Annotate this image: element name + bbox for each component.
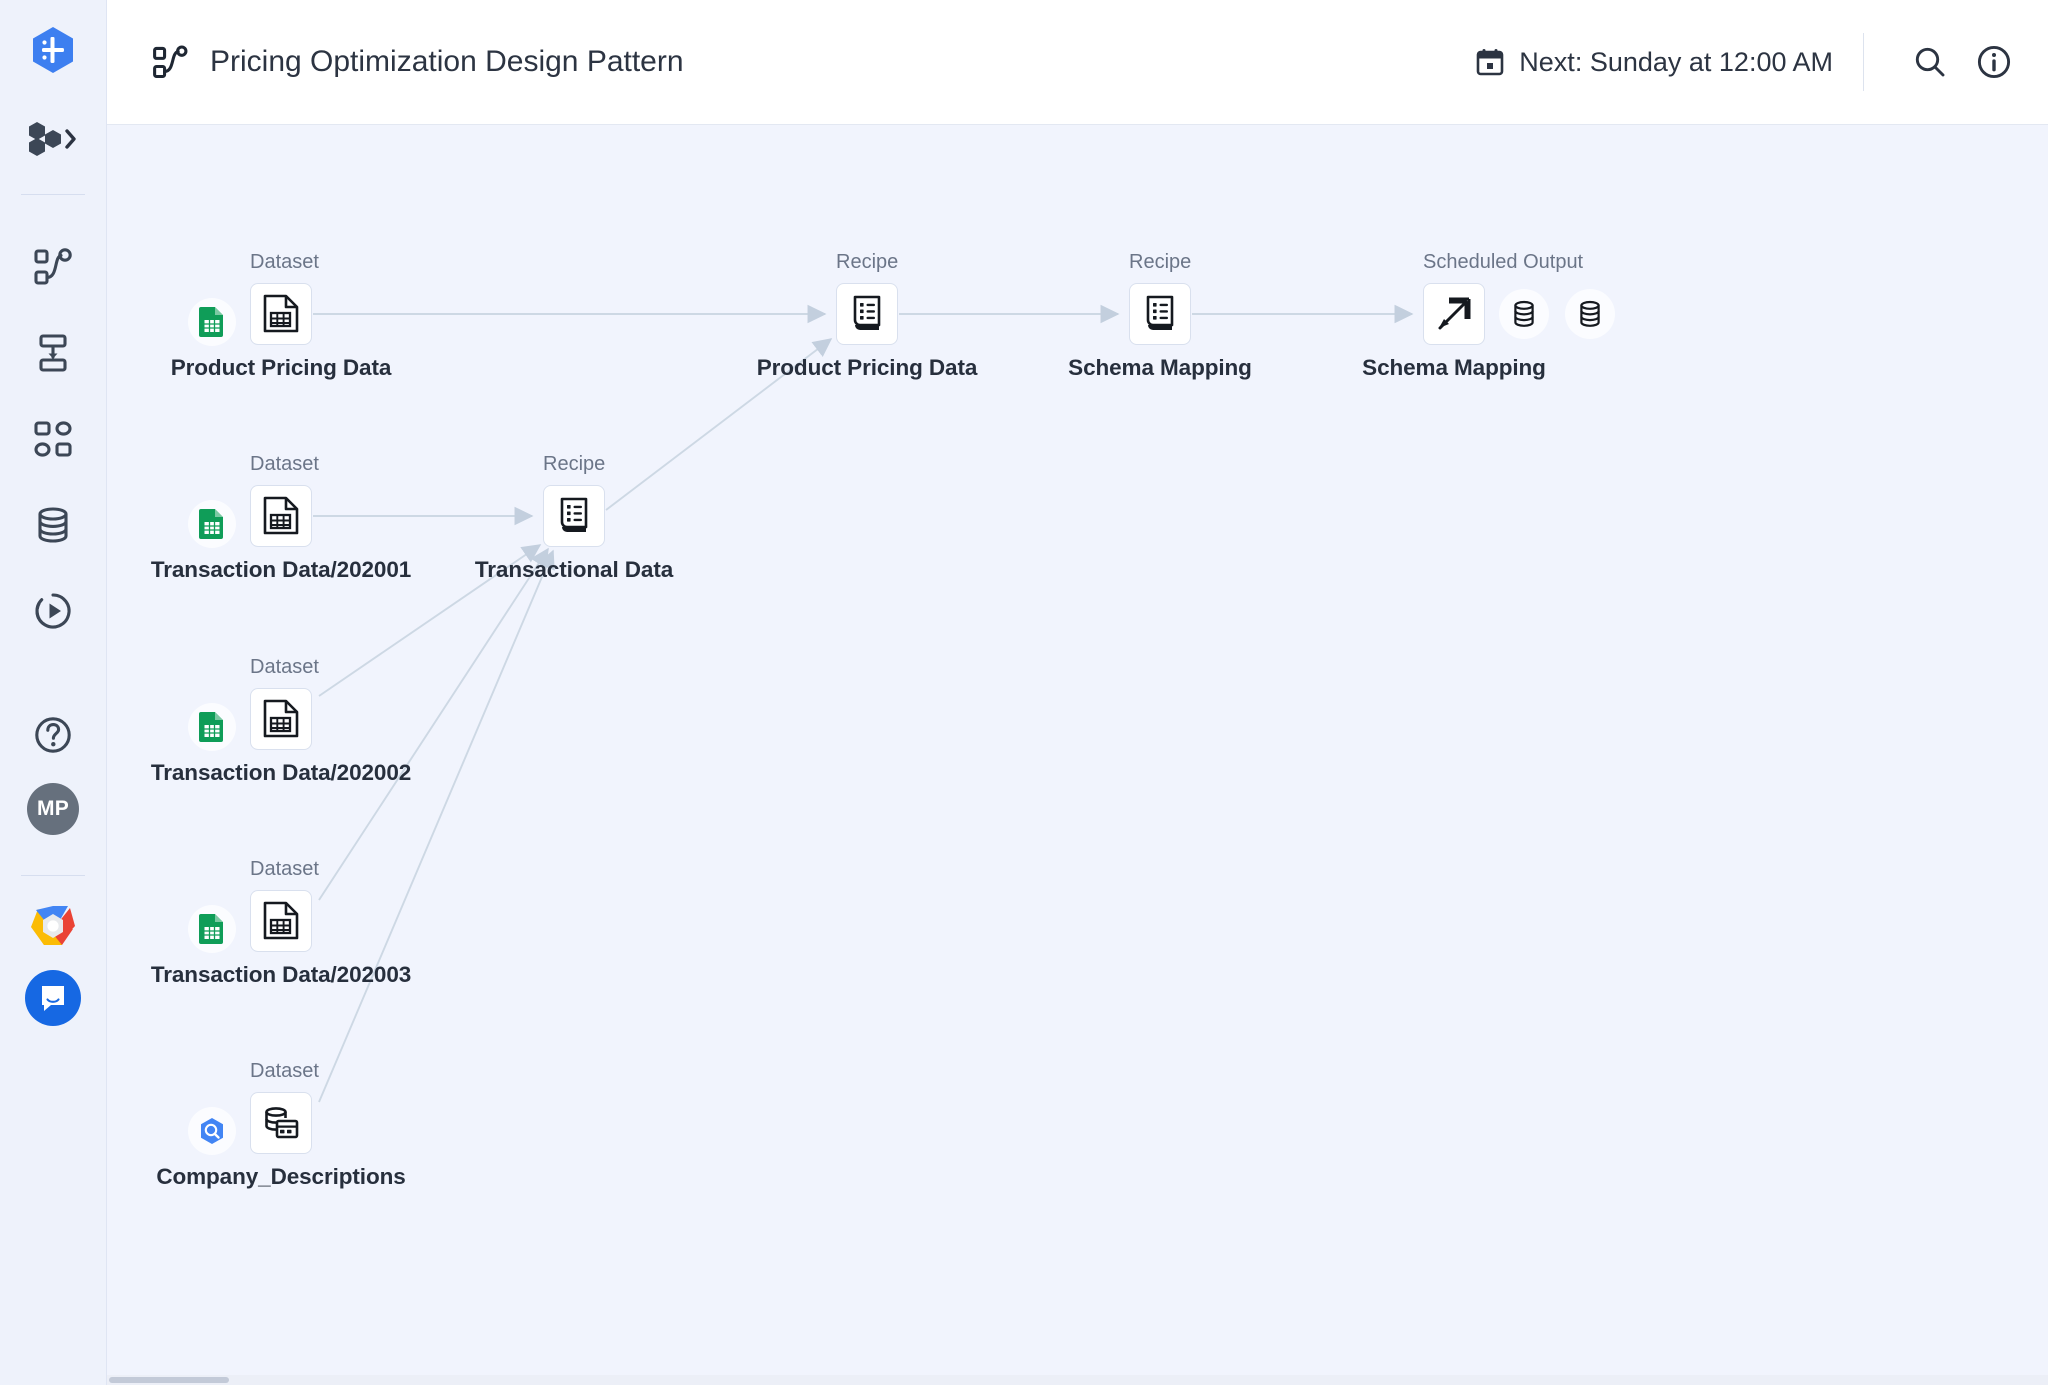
database-icon	[38, 507, 68, 543]
node-type-label: Dataset	[250, 453, 319, 475]
page-title: Pricing Optimization Design Pattern	[210, 45, 684, 78]
google-sheets-icon[interactable]	[188, 905, 236, 953]
node-transaction-data-202001[interactable]: Dataset	[151, 453, 411, 582]
node-transactional-data-recipe[interactable]: Recipe Tra	[475, 453, 673, 582]
flow-icon	[150, 42, 190, 82]
scrollbar-thumb[interactable]	[109, 1377, 229, 1383]
dataprep-logo-icon[interactable]	[24, 21, 82, 79]
help-circle-icon	[35, 717, 71, 753]
node-label: Schema Mapping	[1362, 355, 1546, 380]
node-schema-mapping-recipe[interactable]: Recipe Sch	[1068, 251, 1252, 380]
flow-edges	[313, 304, 1414, 1103]
schedule-button[interactable]: Next: Sunday at 12:00 AM	[1475, 47, 1833, 78]
top-bar: Pricing Optimization Design Pattern Next…	[107, 0, 2048, 125]
node-label: Transactional Data	[474, 557, 674, 582]
sidebar-item-datasets[interactable]	[19, 491, 87, 559]
node-type-label: Dataset	[250, 1060, 319, 1082]
bigquery-table-icon[interactable]	[250, 1092, 312, 1154]
flow-icon	[34, 248, 72, 285]
recipe-icon[interactable]	[1129, 283, 1191, 345]
sidebar-item-flows[interactable]	[19, 233, 87, 301]
dataset-file-icon[interactable]	[250, 890, 312, 952]
node-schema-mapping-scheduled-output[interactable]: Scheduled Output	[1362, 251, 1615, 380]
node-type-label: Dataset	[250, 251, 319, 273]
node-type-label: Recipe	[543, 453, 606, 475]
node-company-descriptions[interactable]: Dataset	[156, 1060, 405, 1189]
dataset-file-icon[interactable]	[250, 485, 312, 547]
bigquery-icon[interactable]	[188, 1107, 236, 1155]
toolbar-divider	[1863, 33, 1864, 91]
node-type-label: Dataset	[250, 656, 319, 678]
node-type-label: Recipe	[836, 251, 899, 273]
node-label: Schema Mapping	[1068, 355, 1252, 380]
sidebar-divider-bottom	[21, 875, 85, 876]
intercom-chat-icon[interactable]	[25, 970, 81, 1026]
horizontal-scrollbar[interactable]	[107, 1375, 2048, 1385]
node-transaction-data-202002[interactable]: Dataset	[151, 656, 411, 785]
schedule-label: Next: Sunday at 12:00 AM	[1519, 46, 1833, 77]
node-label: Product Pricing Data	[756, 355, 978, 380]
output-database-icon-1[interactable]	[1499, 289, 1549, 339]
recipe-icon[interactable]	[543, 485, 605, 547]
avatar[interactable]: MP	[27, 783, 79, 835]
sidebar-item-help[interactable]	[19, 701, 87, 769]
dataset-file-icon[interactable]	[250, 688, 312, 750]
info-circle-icon[interactable]	[1966, 34, 2022, 90]
sidebar-item-jobs[interactable]	[19, 319, 87, 387]
chevron-right-icon	[65, 129, 76, 149]
main-area: Pricing Optimization Design Pattern Next…	[107, 0, 2048, 1385]
search-icon[interactable]	[1902, 34, 1958, 90]
google-sheets-icon[interactable]	[188, 703, 236, 751]
left-sidebar: MP	[0, 0, 107, 1385]
sidebar-item-plans[interactable]	[19, 405, 87, 473]
output-database-icon-2[interactable]	[1565, 289, 1615, 339]
plans-icon	[34, 421, 72, 457]
node-transaction-data-202003[interactable]: Dataset	[151, 858, 411, 987]
scheduled-output-icon[interactable]	[1423, 283, 1485, 345]
node-label: Product Pricing Data	[170, 355, 392, 380]
project-switcher[interactable]	[13, 115, 93, 163]
sidebar-item-run-history[interactable]	[19, 577, 87, 645]
node-product-pricing-data-dataset[interactable]: Dataset	[171, 251, 392, 380]
node-product-pricing-data-recipe[interactable]: Recipe Pro	[757, 251, 978, 380]
job-import-icon	[39, 334, 67, 372]
google-cloud-icon[interactable]	[23, 896, 83, 956]
flow-canvas[interactable]: Dataset	[107, 125, 2048, 1385]
node-label: Company_Descriptions	[156, 1164, 406, 1189]
node-label: Transaction Data/202003	[150, 962, 412, 987]
dataset-file-icon[interactable]	[250, 283, 312, 345]
google-sheets-icon[interactable]	[188, 500, 236, 548]
sidebar-divider-top	[21, 194, 85, 195]
recipe-icon[interactable]	[836, 283, 898, 345]
node-label: Transaction Data/202002	[150, 760, 412, 785]
topbar-actions: Next: Sunday at 12:00 AM	[1475, 33, 2022, 91]
node-type-label: Dataset	[250, 858, 319, 880]
node-label: Transaction Data/202001	[150, 557, 412, 582]
google-sheets-icon[interactable]	[188, 298, 236, 346]
project-hexagons-icon	[29, 122, 76, 156]
run-history-icon	[35, 593, 71, 629]
node-type-label: Recipe	[1129, 251, 1192, 273]
calendar-icon	[1475, 47, 1505, 77]
node-type-label: Scheduled Output	[1423, 251, 1584, 273]
